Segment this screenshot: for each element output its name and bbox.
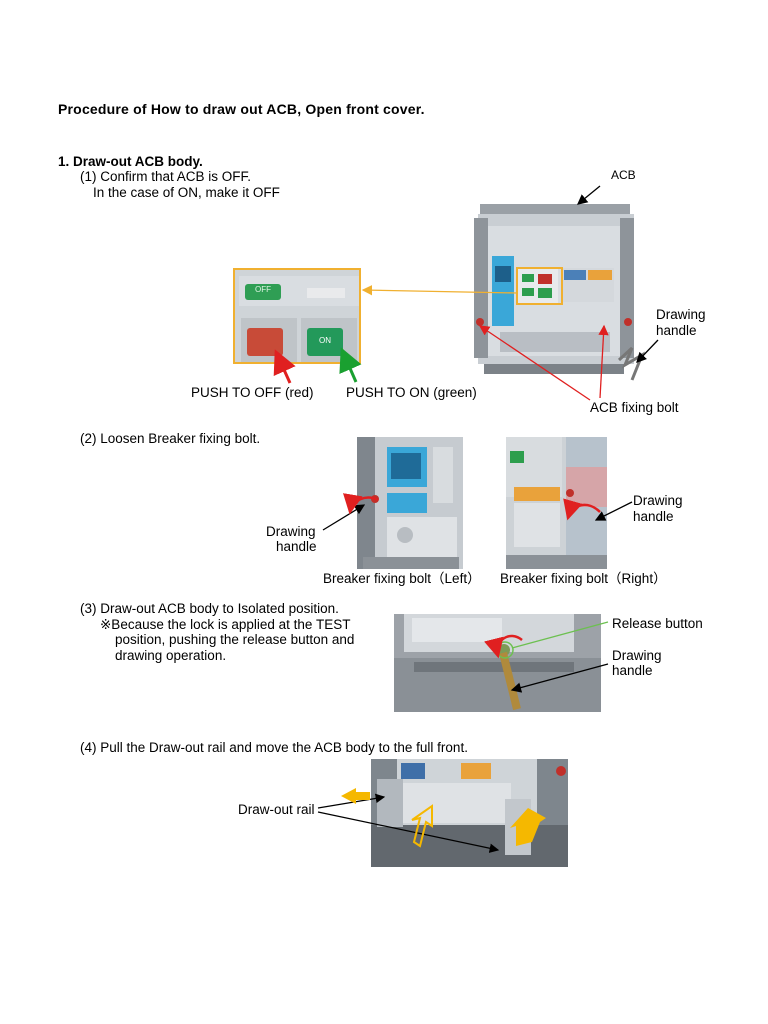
zoom-on-label: ON: [319, 336, 331, 345]
step1-line1: (1) Confirm that ACB is OFF.: [80, 169, 252, 184]
left-handle-label-1: Drawing: [266, 524, 316, 539]
left-handle-label-2: handle: [276, 539, 317, 554]
drawing-handle-label-2: handle: [656, 323, 697, 338]
step2-line1: (2) Loosen Breaker fixing bolt.: [80, 431, 261, 446]
button-zoom-photo: OFF ON: [233, 268, 361, 364]
step3-line2: ※Because the lock is applied at the TEST: [100, 617, 351, 632]
right-handle-label-1: Drawing: [633, 493, 683, 508]
acb-photo: [470, 196, 638, 378]
caption-right-bolt: Breaker fixing bolt（Right）: [500, 571, 667, 586]
caption-left-bolt: Breaker fixing bolt（Left）: [323, 571, 481, 586]
draw-out-rail-label: Draw-out rail: [238, 802, 315, 817]
push-on-label: PUSH TO ON (green): [346, 385, 477, 400]
right-handle-label-2: handle: [633, 509, 674, 524]
step3-line1: (3) Draw-out ACB body to Isolated positi…: [80, 601, 339, 616]
yellow-arrow-left-icon: [341, 788, 370, 804]
push-off-label: PUSH TO OFF (red): [191, 385, 314, 400]
zoom-off-label: OFF: [255, 285, 271, 294]
acb-fixing-bolt-label: ACB fixing bolt: [590, 400, 679, 415]
drawing-handle-label-1: Drawing: [656, 307, 706, 322]
step3-line4: drawing operation.: [115, 648, 227, 663]
step4-line1: (4) Pull the Draw-out rail and move the …: [80, 740, 468, 755]
left-bolt-photo: [357, 437, 463, 569]
page-title: Procedure of How to draw out ACB, Open f…: [58, 101, 425, 117]
section-heading: 1. Draw-out ACB body.: [58, 154, 203, 169]
right-bolt-photo: [506, 437, 607, 569]
step3-handle-label-1: Drawing: [612, 648, 662, 663]
release-button-photo: [394, 614, 601, 712]
step1-line2: In the case of ON, make it OFF: [93, 185, 280, 200]
release-button-label: Release button: [612, 616, 703, 631]
handle-arrow: [636, 339, 659, 363]
step3-line3: position, pushing the release button and: [115, 632, 355, 647]
draw-out-rail-photo: [371, 759, 568, 867]
acb-callout: ACB: [611, 168, 636, 182]
step3-handle-label-2: handle: [612, 663, 653, 678]
